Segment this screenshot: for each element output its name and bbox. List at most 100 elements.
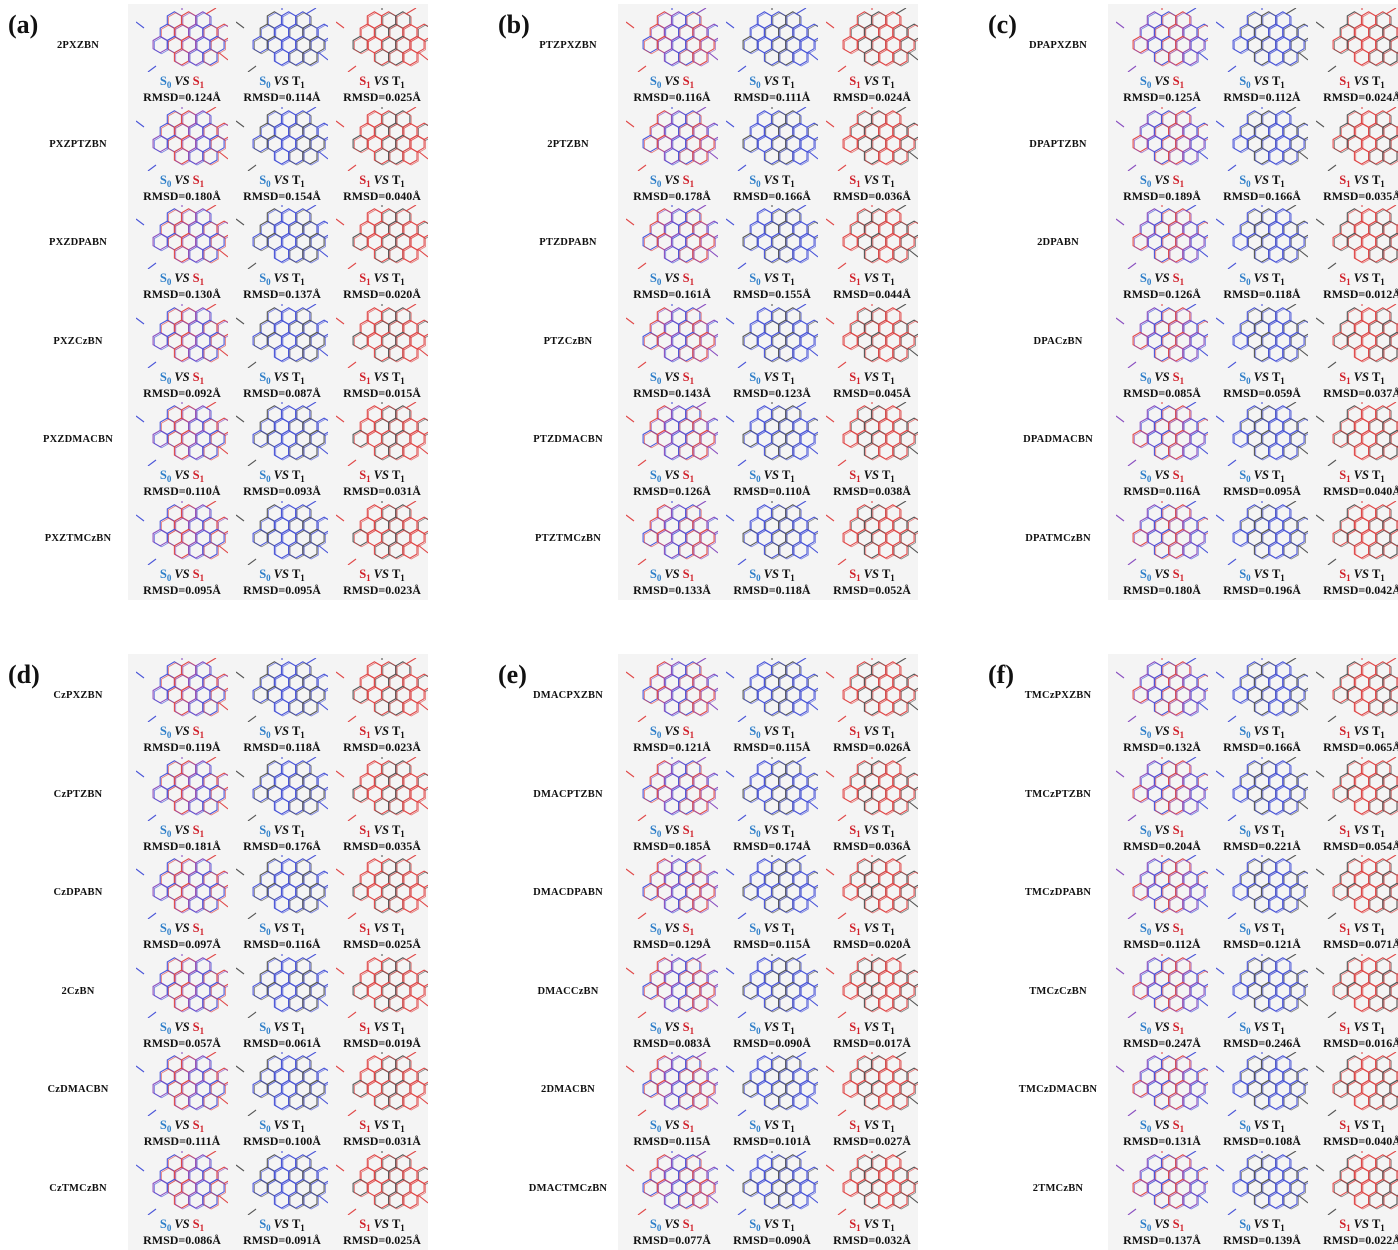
state-b: T (881, 1019, 891, 1034)
state-b: S (1172, 1118, 1180, 1132)
state-b: T (1371, 369, 1381, 384)
molecule-overlay (135, 750, 233, 821)
state-a-sub: 1 (1346, 80, 1351, 90)
rmsd-value: RMSD=0.042Å (1323, 582, 1398, 597)
state-b-sub: 1 (400, 375, 405, 386)
vs-text: VS (273, 1118, 289, 1132)
vs-text: VS (1353, 369, 1369, 384)
vs-text: VS (373, 1019, 389, 1034)
state-b: T (391, 566, 401, 581)
molecule-name: PTZPXZBN (539, 40, 597, 51)
molecule-name: DPATMCzBN (1025, 532, 1091, 544)
vs-text: VS (174, 566, 190, 581)
rmsd-value: RMSD=0.057Å (143, 1035, 221, 1050)
state-a-sub: 1 (1346, 730, 1351, 740)
rmsd-value: RMSD=0.143Å (633, 385, 711, 400)
state-a: S (649, 271, 657, 285)
state-b-sub: 1 (689, 730, 695, 740)
state-b-sub: 1 (300, 730, 305, 740)
state-b: T (1371, 1118, 1381, 1132)
state-b-sub: 1 (1380, 277, 1385, 287)
state-b-sub: 1 (1179, 375, 1185, 386)
molecule-overlay (1215, 1144, 1313, 1215)
rmsd-value: RMSD=0.101Å (733, 1134, 811, 1148)
vs-text: VS (863, 172, 879, 187)
state-b-sub: 1 (199, 828, 205, 839)
rmsd-value: RMSD=0.012Å (1323, 287, 1398, 301)
state-a: S (1239, 468, 1247, 482)
state-a: S (1139, 1118, 1147, 1132)
molecule-overlay (1315, 494, 1398, 565)
state-a: S (1239, 1118, 1247, 1132)
state-a-sub: 0 (756, 277, 761, 287)
state-b: T (291, 74, 301, 88)
state-b-sub: 1 (1179, 828, 1185, 839)
state-a-sub: 0 (1146, 572, 1152, 583)
vs-text: VS (1253, 468, 1269, 482)
state-b-sub: 1 (199, 178, 205, 189)
rmsd-value: RMSD=0.114Å (243, 90, 321, 104)
vs-text: VS (1353, 1118, 1369, 1132)
molecule-name: 2PXZBN (56, 40, 100, 51)
state-b: T (881, 74, 891, 88)
state-a-sub: 1 (856, 1222, 861, 1233)
state-b-sub: 1 (400, 1124, 405, 1134)
state-b: S (1172, 172, 1180, 187)
state-a: S (849, 1118, 857, 1132)
vs-text: VS (763, 271, 779, 285)
state-b-sub: 1 (1380, 828, 1385, 839)
state-a-sub: 0 (166, 80, 172, 90)
state-b: T (391, 1019, 401, 1034)
state-b-sub: 1 (199, 375, 205, 386)
state-a: S (649, 369, 657, 384)
state-b: T (391, 271, 401, 285)
molecule-name: CzPTZBN (53, 788, 103, 800)
molecule-overlay (1115, 849, 1213, 920)
vs-text: VS (664, 822, 680, 837)
vs-text: VS (863, 822, 879, 837)
vs-text: VS (273, 369, 289, 384)
state-b: T (1271, 1019, 1281, 1034)
molecule-overlay (335, 100, 433, 171)
vs-text: VS (1154, 566, 1170, 581)
molecule-overlay (135, 494, 233, 565)
rmsd-value: RMSD=0.017Å (833, 1035, 911, 1050)
molecule-overlay (135, 849, 233, 920)
rmsd-value: RMSD=0.024Å (1323, 90, 1398, 104)
vs-text: VS (373, 369, 389, 384)
state-b: T (781, 724, 791, 738)
state-a: S (159, 822, 167, 837)
vs-text: VS (1353, 172, 1369, 187)
state-b-sub: 1 (689, 1222, 695, 1233)
rmsd-value: RMSD=0.110Å (143, 484, 221, 498)
state-a-sub: 0 (166, 474, 172, 484)
state-a: S (649, 1019, 657, 1034)
state-b: T (881, 172, 891, 187)
state-b-sub: 1 (689, 572, 695, 583)
state-b-sub: 1 (1280, 1124, 1285, 1134)
vs-text: VS (863, 1118, 879, 1132)
molecule-overlay (1115, 199, 1213, 270)
molecule-name: TMCzCzBN (1029, 985, 1087, 997)
rmsd-value: RMSD=0.095Å (243, 582, 321, 597)
molecule-overlay (1215, 652, 1313, 723)
vs-text: VS (1353, 724, 1369, 738)
state-a-sub: 0 (1246, 730, 1251, 740)
state-b: S (1172, 822, 1180, 837)
rmsd-value: RMSD=0.031Å (343, 1134, 421, 1148)
rmsd-value: RMSD=0.131Å (1123, 1134, 1201, 1148)
